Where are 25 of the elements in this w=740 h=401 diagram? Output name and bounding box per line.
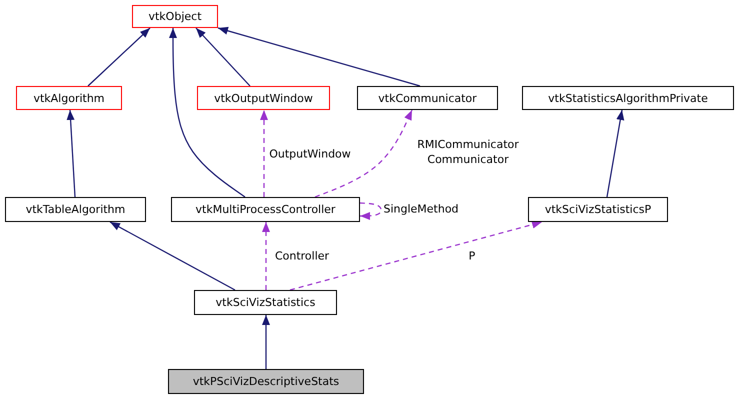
class-box: vtkAlgorithm [16, 86, 122, 110]
class-box: vtkMultiProcessController [171, 197, 360, 222]
arrow [88, 28, 150, 86]
arrow [260, 110, 268, 197]
class-box: vtkObject [132, 5, 218, 28]
class-box: vtkSciVizStatisticsP [528, 197, 668, 222]
class-box: vtkOutputWindow [197, 86, 330, 110]
class-box: vtkCommunicator [357, 86, 498, 110]
class-box: vtkStatisticsAlgorithmPrivate [522, 86, 734, 110]
arrow [360, 202, 382, 220]
class-box: vtkTableAlgorithm [5, 197, 146, 222]
arrow [66, 110, 76, 198]
arrow [262, 222, 270, 290]
arrow [606, 110, 624, 198]
arrow [196, 28, 250, 86]
arrow [169, 28, 246, 198]
edge-label: SingleMethod [383, 202, 459, 216]
arrow [314, 110, 413, 198]
edge-label: OutputWindow [269, 146, 351, 162]
arrow [262, 315, 270, 369]
arrow [218, 26, 420, 87]
class-box: vtkSciVizStatistics [194, 290, 337, 315]
class-box: vtkPSciVizDescriptiveStats [168, 369, 364, 394]
arrow [290, 220, 542, 291]
arrow [110, 221, 236, 291]
